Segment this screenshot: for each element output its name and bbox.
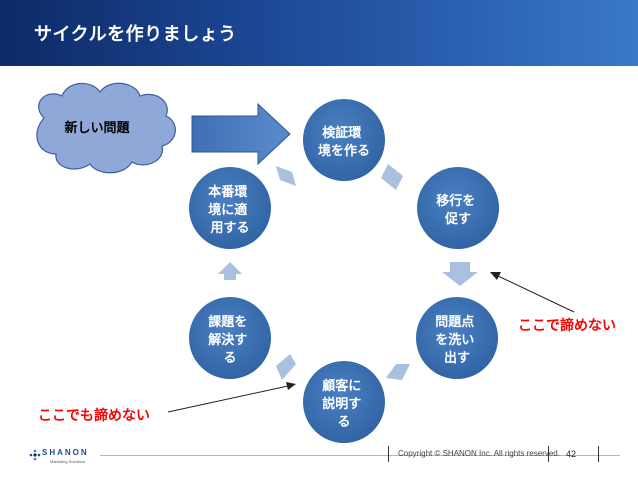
callout-left-text: ここでも諦めない bbox=[38, 407, 150, 424]
callout-arrow-right bbox=[490, 272, 575, 313]
connector-arrow-n1-n2 bbox=[381, 164, 403, 190]
footer bbox=[0, 440, 638, 479]
connector-arrow-n3-n4 bbox=[386, 364, 410, 380]
node-solve-issue: 課題を 解決す る bbox=[189, 297, 271, 379]
shanon-logo-icon bbox=[29, 449, 41, 461]
node-label: 検証環 境を作る bbox=[318, 125, 370, 159]
node-explain-customer: 顧客に 説明す る bbox=[303, 361, 385, 443]
callout-line bbox=[167, 385, 289, 413]
node-line: る bbox=[223, 351, 236, 366]
node-label: 問題点 を洗い 出す bbox=[435, 314, 479, 366]
connector-arrow-n2-n3 bbox=[442, 262, 478, 286]
node-verification-env: 検証環 境を作る bbox=[303, 99, 385, 181]
logo-wordmark: SHANON bbox=[42, 448, 89, 457]
node-apply-production: 本番環 境に適 用する bbox=[189, 167, 271, 249]
node-identify-problems: 問題点 を洗い 出す bbox=[416, 297, 498, 379]
footer-separator bbox=[388, 446, 389, 462]
footer-separator bbox=[598, 446, 599, 462]
callout-line bbox=[497, 275, 575, 313]
node-line: る bbox=[337, 415, 350, 430]
title-banner: サイクルを作りましょう bbox=[0, 0, 638, 66]
big-arrow bbox=[191, 102, 291, 166]
node-line: 顧客に bbox=[322, 378, 361, 394]
node-line: 移行を bbox=[436, 193, 475, 209]
cloud-label: 新しい問題 bbox=[64, 120, 130, 136]
connectors bbox=[218, 164, 478, 380]
connector-arrow-n6-n1 bbox=[276, 166, 296, 186]
node-line: 課題を bbox=[208, 314, 247, 330]
footer-divider bbox=[100, 455, 620, 456]
new-problem-cloud: 新しい問題 bbox=[36, 82, 176, 174]
callout-right-text: ここで諦めない bbox=[518, 317, 616, 334]
node-line: を洗い bbox=[435, 332, 474, 348]
connector-arrow-n5-n6 bbox=[218, 262, 242, 280]
node-label: 課題を 解決す る bbox=[207, 314, 252, 366]
node-line: 解決す bbox=[207, 332, 247, 348]
node-line: 境に適 bbox=[208, 202, 247, 218]
node-line: 本番環 bbox=[208, 184, 248, 200]
node-circle bbox=[303, 99, 385, 181]
node-label: 移行を 促す bbox=[436, 193, 480, 227]
node-line: 境を作る bbox=[318, 143, 370, 159]
node-circle bbox=[189, 297, 271, 379]
arrowhead-icon bbox=[286, 382, 296, 390]
node-circle bbox=[417, 167, 499, 249]
node-line: 出す bbox=[444, 350, 470, 366]
arrowhead-icon bbox=[490, 272, 501, 280]
node-circle bbox=[416, 297, 498, 379]
cloud-shape bbox=[36, 82, 176, 174]
node-line: 検証環 bbox=[322, 125, 362, 141]
node-line: 説明す bbox=[322, 396, 361, 412]
logo-tagline: Marketing Solutions bbox=[50, 459, 86, 464]
node-line: 用する bbox=[209, 221, 249, 236]
page-number: 42 bbox=[566, 449, 577, 459]
node-promote-migration: 移行を 促す bbox=[417, 167, 499, 249]
node-label: 本番環 境に適 用する bbox=[208, 184, 252, 236]
slide-title: サイクルを作りましょう bbox=[34, 24, 237, 45]
callout-arrow-left bbox=[167, 382, 296, 413]
copyright-text: Copyright © SHANON Inc. All rights reser… bbox=[398, 449, 560, 458]
node-circle bbox=[189, 167, 271, 249]
connector-arrow-n4-n5 bbox=[276, 354, 296, 380]
footer-separator bbox=[548, 446, 549, 462]
node-line: 促す bbox=[444, 211, 471, 227]
node-circle bbox=[303, 361, 385, 443]
node-line: 問題点 bbox=[435, 314, 474, 330]
node-label: 顧客に 説明す る bbox=[322, 378, 366, 430]
